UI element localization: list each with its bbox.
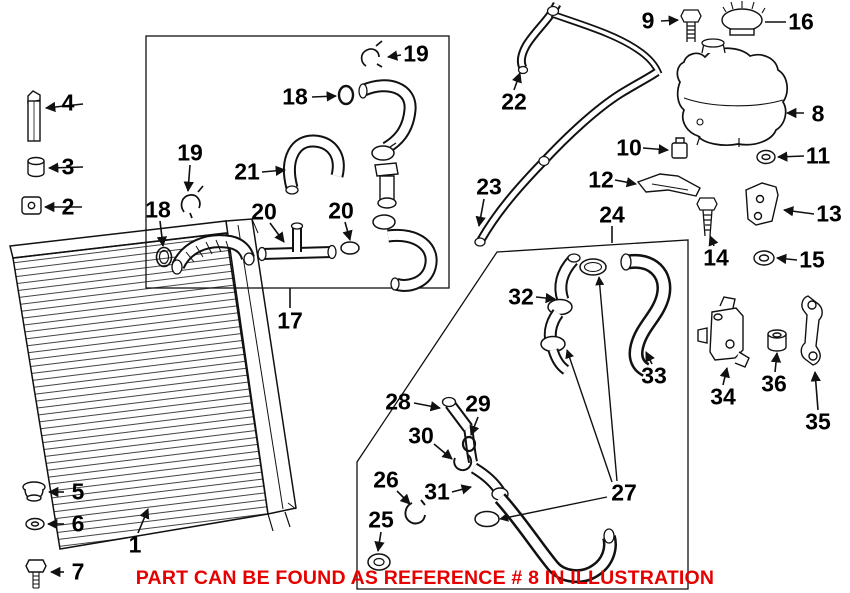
bolt-14: [696, 197, 718, 237]
bracket-13: [745, 182, 779, 226]
clamp-top: [579, 258, 607, 276]
leader-35: [810, 370, 821, 411]
leader-20b: [342, 221, 353, 242]
part-grommet-5: [22, 481, 46, 502]
leader-1: [137, 508, 150, 534]
box24-contents: [367, 253, 672, 584]
leader-18a: [311, 91, 338, 102]
leader-33: [645, 351, 655, 365]
part-pin-4: [27, 90, 41, 142]
leader-4: [44, 101, 84, 113]
grommet-11: [756, 149, 776, 165]
grommet-15: [753, 250, 775, 266]
clamp-low: [540, 335, 566, 353]
leader-15: [775, 253, 798, 265]
leader-27c: [499, 496, 608, 522]
leader-22: [511, 72, 522, 91]
retaining-clip-19a: [360, 40, 383, 68]
leader-25: [374, 531, 385, 553]
leader-10: [642, 144, 670, 155]
leader-27a: [565, 349, 613, 483]
leader-30: [433, 443, 453, 460]
bushing-36: [767, 329, 787, 352]
footer-note: PART CAN BE FOUND AS REFERENCE # 8 IN IL…: [135, 567, 715, 589]
o-ring-29: [461, 435, 477, 453]
leader-32: [535, 292, 557, 304]
leader-11: [776, 151, 805, 162]
hose-22: [516, 1, 663, 76]
leader-28: [413, 401, 442, 412]
leader-21: [261, 165, 287, 176]
hose-23: [474, 68, 660, 247]
leader-26: [396, 490, 411, 505]
leader-13: [782, 206, 815, 217]
box17-contents: [155, 40, 438, 292]
grommet-25: [367, 553, 391, 571]
box-17: [145, 35, 450, 289]
leader-34: [719, 366, 730, 386]
clip-26: [404, 499, 426, 525]
clamp-bottom: [474, 510, 500, 528]
clip-30: [453, 454, 473, 472]
part-nut-3: [27, 156, 45, 178]
part-washer-6: [25, 517, 45, 531]
leader-3: [47, 162, 84, 173]
part-screw-7: [25, 559, 47, 589]
leader-31: [451, 484, 473, 495]
leader-36: [770, 351, 782, 373]
clamp: [371, 145, 395, 161]
leader-14: [708, 235, 719, 247]
leader-12: [614, 177, 638, 188]
retaining-clip-19b: [180, 185, 204, 219]
clamp: [372, 214, 396, 230]
connector-10: [671, 137, 688, 159]
o-ring-18b: [155, 246, 173, 268]
flange-fitting: [374, 162, 399, 177]
leader-29: [469, 416, 480, 436]
leader-23: [475, 198, 486, 228]
expansion-tank-8: [676, 38, 788, 147]
leader-27b: [595, 276, 618, 482]
clamp: [340, 241, 360, 255]
radiator: [9, 218, 297, 550]
leader-19a: [386, 50, 402, 61]
leader-20a: [269, 222, 285, 243]
bracket-12: [636, 173, 701, 197]
bolt-9: [680, 9, 702, 42]
leader-9: [660, 15, 680, 26]
housing-34: [697, 296, 750, 368]
leader-18b: [156, 220, 168, 248]
part-clip-2: [21, 196, 42, 215]
box-24: [356, 239, 689, 590]
bracket-35: [800, 295, 823, 366]
cap-16: [721, 1, 766, 36]
o-ring-18a: [337, 84, 355, 106]
leader-19b: [183, 164, 194, 193]
